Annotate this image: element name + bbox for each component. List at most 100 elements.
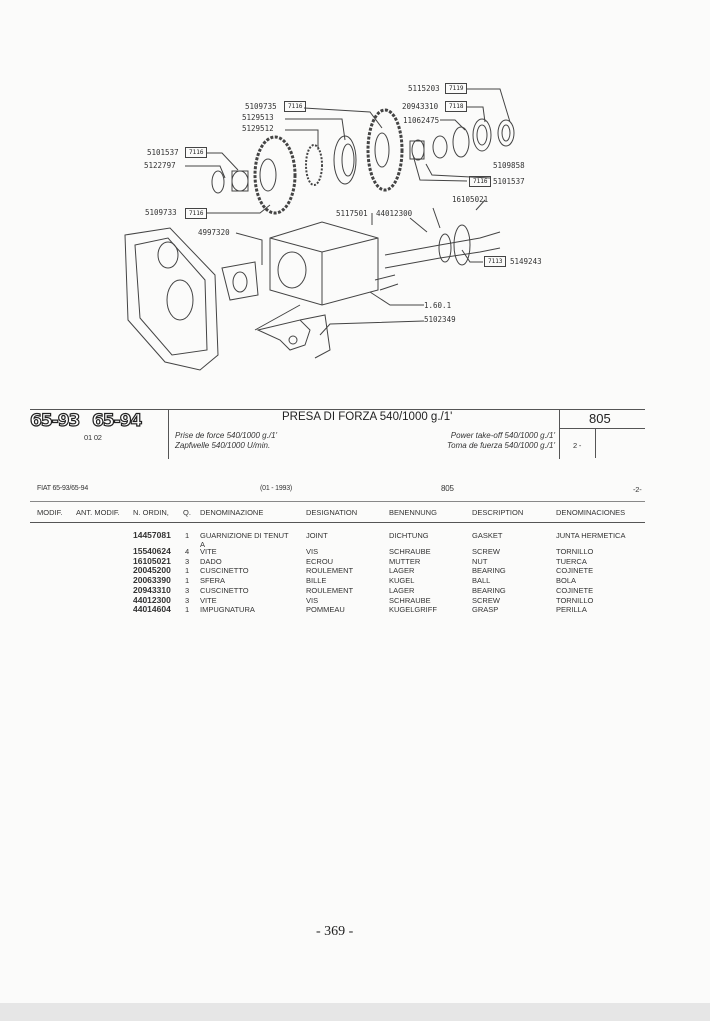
cell-en: SCREW	[472, 547, 500, 556]
cell-num: 44012300	[133, 595, 171, 605]
cell-num: 15540624	[133, 546, 171, 556]
cell-it: IMPUGNATURA	[200, 605, 255, 614]
cell-en: BEARING	[472, 566, 506, 575]
callout-part: 16105021	[452, 195, 489, 204]
callout-part: 5109858	[493, 161, 525, 170]
col-header: MODIF.	[37, 508, 63, 517]
cell-fr: VIS	[306, 547, 319, 556]
callout-part: 5129513	[242, 113, 274, 122]
cell-q: 3	[185, 596, 190, 605]
callout-ref-box: 7119	[445, 83, 468, 94]
group-number: 805	[589, 411, 611, 426]
cell-q: 1	[185, 576, 190, 585]
cell-q: 3	[185, 557, 190, 566]
cell-fr: ECROU	[306, 557, 334, 566]
col-header: DENOMINAZIONE	[200, 508, 264, 517]
col-header: N. ORDIN,	[133, 508, 169, 517]
cell-it: GUARNIZIONE DI TENUT	[200, 531, 289, 540]
model-badge: 65-94	[91, 410, 143, 431]
col-header: BENENNUNG	[389, 508, 437, 517]
col-header: Q.	[183, 508, 191, 517]
cell-es: COJINETE	[556, 566, 594, 575]
callout-part: 5117501	[336, 209, 368, 218]
cell-q: 1	[185, 566, 190, 575]
col-header: DENOMINACIONES	[556, 508, 626, 517]
cell-de: KUGELGRIFF	[389, 605, 437, 614]
cell-num: 44014604	[133, 604, 171, 614]
callout-ref-box: 7116	[469, 176, 492, 187]
date: (01 - 1993)	[260, 485, 293, 492]
cell-de: KUGEL	[389, 576, 415, 585]
cell-q: 1	[185, 605, 190, 614]
cell-q: 4	[185, 547, 190, 556]
table-row: 20943310 3 CUSCINETTO ROULEMENT LAGER BEARING…	[0, 585, 710, 596]
cell-en: SCREW	[472, 596, 500, 605]
cell-fr: ROULEMENT	[306, 586, 354, 595]
callout-part: 5109733	[145, 208, 177, 217]
page-title: PRESA DI FORZA 540/1000 g./1'	[282, 411, 453, 423]
cell-fr: ROULEMENT	[306, 566, 354, 575]
cell-es: PERILLA	[556, 605, 587, 614]
cell-it: SFERA	[200, 576, 226, 585]
page-number: - 369 -	[316, 924, 354, 939]
callout-part: 5101537	[493, 177, 525, 186]
model-badge: 65-93	[29, 410, 81, 431]
col-header: ANT. MODIF.	[76, 508, 120, 517]
callout-part: 44012300	[376, 209, 413, 218]
cell-it: DADO	[200, 557, 222, 566]
title-english: Power take-off 540/1000 g./1'	[450, 431, 555, 440]
cell-q: 3	[185, 586, 190, 595]
cell-en: GASKET	[472, 531, 503, 540]
cell-it-cont: A	[200, 540, 206, 549]
cell-en: GRASP	[472, 605, 499, 614]
cell-en: BEARING	[472, 586, 506, 595]
cell-fr: JOINT	[306, 531, 328, 540]
cell-de: SCHRAUBE	[389, 547, 431, 556]
col-header: DESCRIPTION	[472, 508, 524, 517]
cell-es: BOLA	[556, 576, 577, 585]
cell-it: VITE	[200, 547, 217, 556]
callout-part: 5101537	[147, 148, 179, 157]
cell-it: CUSCINETTO	[200, 566, 249, 575]
sheet-number: 2 -	[573, 441, 582, 450]
cell-de: LAGER	[389, 586, 415, 595]
callout-part: 5149243	[510, 257, 542, 266]
callout-part: 1.60.1	[424, 301, 452, 310]
col-header: DESIGNATION	[306, 508, 358, 517]
callout-part: 5115203	[408, 84, 440, 93]
callout-part: 5109735	[245, 102, 277, 111]
callout-part: 5129512	[242, 124, 274, 133]
cell-q: 1	[185, 531, 190, 540]
cell-es: JUNTA HERMETICA	[556, 531, 626, 540]
callout-ref-box: 7116	[284, 101, 307, 112]
cell-it: CUSCINETTO	[200, 586, 249, 595]
callout-ref-box: 7116	[185, 147, 208, 158]
cell-de: SCHRAUBE	[389, 596, 431, 605]
cell-de: DICHTUNG	[389, 531, 429, 540]
sheet-ref: -2-	[633, 485, 642, 494]
cell-fr: POMMEAU	[306, 605, 345, 614]
callout-ref-box: 7116	[185, 208, 208, 219]
scan-edge	[0, 1003, 710, 1021]
cell-fr: VIS	[306, 596, 319, 605]
title-german: Zapfwelle 540/1000 U/min.	[175, 441, 271, 450]
model-line: FIAT 65-93/65-94	[37, 485, 89, 492]
title-french: Prise de force 540/1000 g./1'	[175, 431, 278, 440]
cell-num: 20045200	[133, 565, 171, 575]
cell-en: BALL	[472, 576, 491, 585]
group-ref: 805	[441, 484, 454, 493]
cell-num: 16105021	[133, 556, 171, 566]
cell-it: VITE	[200, 596, 217, 605]
callout-part: 20943310	[402, 102, 439, 111]
exploded-parts-diagram	[124, 88, 515, 371]
title-spanish: Toma de fuerza 540/1000 g./1'	[447, 441, 555, 450]
cell-es: TUERCA	[556, 557, 587, 566]
cell-num: 20943310	[133, 585, 171, 595]
cell-num: 14457081	[133, 530, 171, 540]
model-variant: 01 02	[84, 433, 102, 442]
